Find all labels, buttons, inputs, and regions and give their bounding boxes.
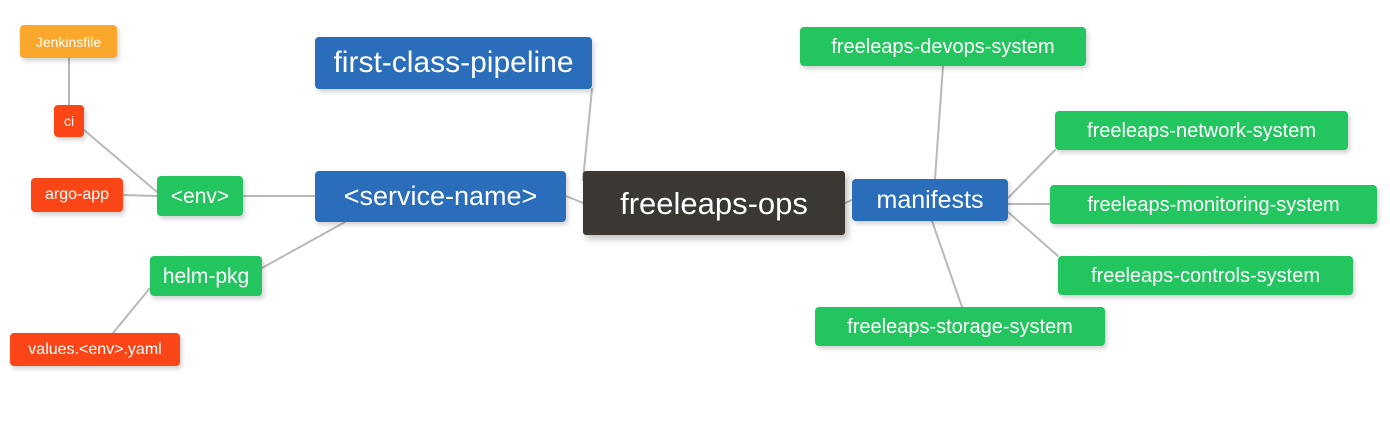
mindmap-node-label: freeleaps-storage-system — [847, 315, 1073, 338]
mindmap-node-label: freeleaps-network-system — [1087, 119, 1316, 142]
mindmap-node-label: freeleaps-monitoring-system — [1087, 193, 1340, 216]
mindmap-node-first-class-pipeline[interactable]: first-class-pipeline — [315, 37, 592, 89]
mindmap-node-helm-pkg[interactable]: helm-pkg — [150, 256, 262, 296]
mindmap-node-label: freeleaps-ops — [620, 185, 808, 221]
mindmap-node-label: Jenkinsfile — [35, 33, 102, 50]
mindmap-node-values-yaml[interactable]: values.<env>.yaml — [10, 333, 180, 366]
mindmap-node-service-name[interactable]: <service-name> — [315, 171, 566, 222]
mindmap-node-label: <service-name> — [343, 181, 538, 211]
edge-root-manifests — [844, 199, 853, 204]
mindmap-node-label: freeleaps-devops-system — [831, 35, 1055, 58]
edge-service-helm — [261, 221, 346, 269]
mindmap-node-argo-app[interactable]: argo-app — [31, 178, 123, 212]
edge-manifests-storage — [931, 220, 963, 308]
mindmap-node-label: first-class-pipeline — [333, 46, 574, 79]
mindmap-node-label: manifests — [876, 185, 984, 214]
mindmap-node-freeleaps-network-system[interactable]: freeleaps-network-system — [1055, 111, 1348, 150]
mindmap-node-freeleaps-monitoring-system[interactable]: freeleaps-monitoring-system — [1050, 185, 1377, 224]
edge-env-argo — [122, 194, 158, 197]
edge-helm-values — [112, 287, 151, 334]
mindmap-node-label: <env> — [170, 184, 230, 208]
mindmap-node-freeleaps-controls-system[interactable]: freeleaps-controls-system — [1058, 256, 1353, 295]
mindmap-node-label: freeleaps-controls-system — [1091, 264, 1320, 287]
mindmap-node-label: ci — [63, 113, 75, 129]
mindmap-node-freeleaps-devops-system[interactable]: freeleaps-devops-system — [800, 27, 1086, 66]
mindmap-node-ci[interactable]: ci — [54, 105, 84, 137]
mindmap-node-env[interactable]: <env> — [157, 176, 243, 216]
mindmap-node-freeleaps-storage-system[interactable]: freeleaps-storage-system — [815, 307, 1105, 346]
mindmap-node-label: argo-app — [44, 186, 110, 203]
edge-service-pipeline — [582, 88, 593, 181]
edge-manifests-devops — [934, 65, 944, 180]
mindmap-node-label: values.<env>.yaml — [28, 340, 162, 358]
edge-root-service — [565, 195, 584, 204]
mindmap-node-manifests[interactable]: manifests — [852, 179, 1008, 221]
edge-manifests-network — [1007, 149, 1056, 199]
mindmap-node-label: helm-pkg — [162, 264, 250, 288]
mindmap-node-jenkinsfile[interactable]: Jenkinsfile — [20, 25, 117, 58]
mindmap-node-freeleaps-ops[interactable]: freeleaps-ops — [583, 171, 845, 235]
